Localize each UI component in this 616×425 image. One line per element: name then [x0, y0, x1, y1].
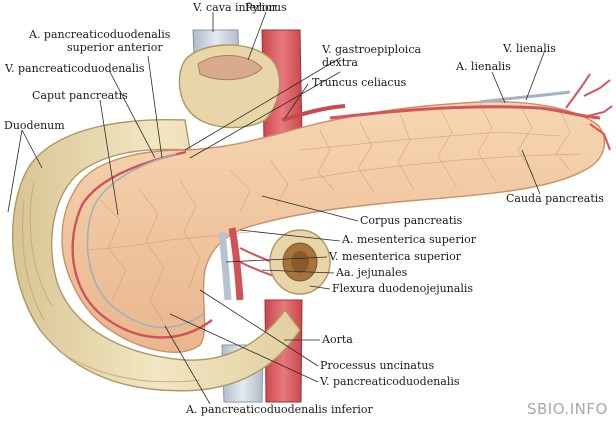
v-mesenterica-superior — [218, 231, 232, 301]
label-v-lienalis: V. lienalis — [503, 42, 556, 55]
label-cauda-pancreatis: Cauda pancreatis — [506, 192, 604, 205]
a-mesenterica-superior — [228, 227, 244, 301]
label-a-lienalis: A. lienalis — [456, 60, 511, 73]
label-processus-uncinatus: Processus uncinatus — [320, 359, 435, 372]
label-a-mesenterica-superior: A. mesenterica superior — [342, 233, 476, 246]
label-v-pancreaticoduodenalis-top: V. pancreaticoduodenalis — [5, 62, 145, 75]
label-a-pancreaticoduodenalis-inferior: A. pancreaticoduodenalis inferior — [186, 403, 373, 416]
label-flexura-duodenojejunalis: Flexura duodenojejunalis — [332, 282, 474, 295]
v-lienalis — [479, 90, 571, 104]
pancreaticoduodenal-arcade — [71, 150, 213, 339]
duodenum-loop — [12, 119, 301, 392]
label-v-gastroepiploica-line1: V. gastroepiploica — [322, 43, 422, 56]
a-lienalis — [329, 105, 601, 120]
label-pylorus: Pylorus — [245, 1, 287, 14]
label-aa-jejunales: Aa. jejunales — [336, 266, 408, 279]
watermark: SBIO.INFO — [527, 400, 608, 418]
label-v-gastroepiploica-line2: dextra — [322, 56, 358, 69]
label-corpus-pancreatis: Corpus pancreatis — [360, 214, 463, 227]
label-v-mesenterica-superior: V. mesenterica superior — [329, 250, 462, 263]
label-v-cava-inferior: V. cava inferior — [193, 1, 277, 14]
label-truncus-celiacus: Truncus celiacus — [312, 76, 407, 89]
label-aorta: Aorta — [322, 333, 353, 346]
truncus-celiacus — [281, 104, 346, 122]
leader-lines — [7, 11, 546, 405]
pancreas — [61, 101, 606, 353]
label-caput-pancreatis: Caput pancreatis — [32, 89, 128, 102]
label-a-pancreaticoduodenalis-sup-ant-line1: A. pancreaticoduodenalis — [29, 28, 171, 41]
label-v-pancreaticoduodenalis-bottom: V. pancreaticoduodenalis — [320, 375, 460, 388]
label-a-pancreaticoduodenalis-sup-ant-line2: superior anterior — [67, 41, 163, 54]
label-duodenum: Duodenum — [4, 119, 65, 132]
